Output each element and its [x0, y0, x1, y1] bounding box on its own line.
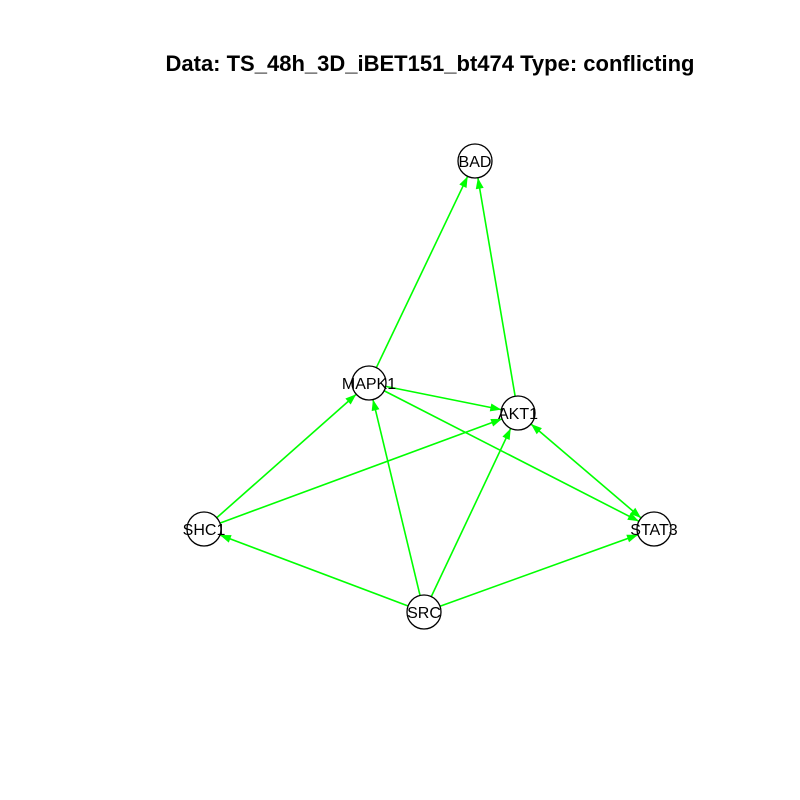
edge-src-mapk1-arrow	[371, 399, 380, 412]
edge-mapk1-stat3-arrow	[627, 512, 639, 522]
edge-akt1-stat3-arrow	[630, 507, 642, 518]
node-stat3: STAT3	[630, 511, 678, 547]
edge-akt1-stat3-arrow-reverse	[530, 424, 542, 435]
edge-shc1-mapk1	[216, 393, 357, 519]
diagram-title: Data: TS_48h_3D_iBET151_bt474 Type: conf…	[166, 51, 695, 76]
edge-src-shc1-arrow	[219, 535, 232, 543]
edge-src-stat3	[439, 534, 639, 607]
node-label: SHC1	[183, 522, 226, 539]
node-label: AKT1	[498, 406, 538, 423]
node-label: SRC	[407, 605, 441, 622]
edge-src-akt1	[430, 428, 512, 597]
node-src: SRC	[406, 594, 442, 630]
edge-shc1-mapk1-arrow	[345, 394, 357, 405]
edge-akt1-bad	[477, 177, 516, 397]
edge-shc1-akt1	[219, 418, 503, 524]
edge-src-mapk1	[372, 399, 421, 596]
edge-mapk1-akt1-arrow	[489, 403, 502, 412]
edge-src-akt1-arrow	[502, 428, 511, 441]
edge-shc1-akt1-arrow	[490, 418, 503, 427]
node-akt1: AKT1	[498, 395, 538, 431]
edge-src-stat3-arrow	[626, 534, 639, 543]
node-label: STAT3	[630, 522, 678, 539]
node-bad: BAD	[457, 143, 493, 179]
edge-akt1-bad-arrow	[475, 177, 484, 190]
edge-mapk1-akt1	[385, 385, 502, 411]
node-circle	[406, 594, 442, 630]
node-mapk1: MAPK1	[342, 365, 396, 401]
edge-mapk1-stat3	[383, 390, 640, 522]
node-label: BAD	[459, 154, 492, 171]
edges-layer	[216, 175, 642, 607]
node-circle	[500, 395, 536, 431]
node-circle	[351, 365, 387, 401]
edge-mapk1-bad-arrow	[459, 176, 468, 188]
node-circle	[636, 511, 672, 547]
node-label: MAPK1	[342, 376, 396, 393]
edge-src-shc1	[219, 534, 409, 607]
edge-mapk1-bad	[375, 175, 469, 369]
node-circle	[457, 143, 493, 179]
node-shc1: SHC1	[183, 511, 226, 547]
node-circle	[186, 511, 222, 547]
edge-akt1-stat3	[530, 423, 642, 519]
